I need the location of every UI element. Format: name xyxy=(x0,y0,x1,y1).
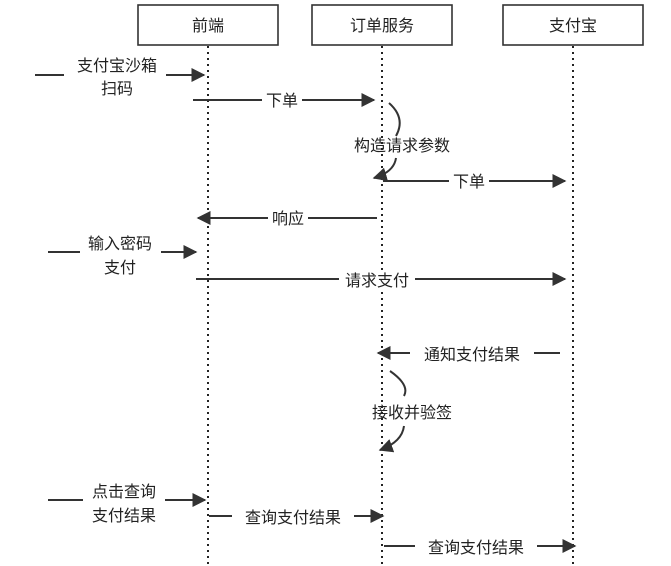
message-request-payment: 请求支付 xyxy=(196,270,567,290)
external-input-query: 点击查询 支付结果 xyxy=(48,482,207,525)
external-input-scan-line1: 支付宝沙箱 xyxy=(77,56,157,75)
message-query-alipay: 查询支付结果 xyxy=(384,537,577,557)
participant-frontend-label: 前端 xyxy=(192,16,224,35)
message-notify-result-label: 通知支付结果 xyxy=(424,345,520,364)
message-query-order-label: 查询支付结果 xyxy=(245,508,341,527)
external-input-password: 输入密码 支付 xyxy=(48,234,198,277)
participant-order-service-label: 订单服务 xyxy=(350,16,414,35)
self-action-verify-sign: 接收并验签 xyxy=(372,370,452,453)
message-place-order-label: 下单 xyxy=(266,91,298,110)
message-place-order-alipay-label: 下单 xyxy=(453,172,485,191)
external-input-scan-line2: 扫码 xyxy=(101,79,133,98)
self-action-verify-sign-label: 接收并验签 xyxy=(372,403,452,422)
external-input-query-line1: 点击查询 xyxy=(92,482,156,501)
message-query-order: 查询支付结果 xyxy=(209,507,385,527)
message-request-payment-label: 请求支付 xyxy=(345,271,409,290)
message-place-order-alipay: 下单 xyxy=(383,172,567,191)
self-action-build-params: 构造请求参数 xyxy=(354,102,450,182)
external-input-scan: 支付宝沙箱 扫码 xyxy=(35,56,206,98)
message-notify-result: 通知支付结果 xyxy=(376,344,560,364)
external-input-password-line1: 输入密码 xyxy=(88,234,152,253)
participant-alipay: 支付宝 xyxy=(502,4,644,46)
external-input-query-line2: 支付结果 xyxy=(92,506,156,525)
participant-frontend: 前端 xyxy=(137,4,279,46)
message-response: 响应 xyxy=(196,209,377,228)
external-input-password-line2: 支付 xyxy=(104,258,136,277)
message-place-order: 下单 xyxy=(193,91,376,110)
message-query-alipay-label: 查询支付结果 xyxy=(428,538,524,557)
participant-alipay-label: 支付宝 xyxy=(549,16,597,35)
participant-order-service: 订单服务 xyxy=(311,4,453,46)
message-response-label: 响应 xyxy=(272,209,304,228)
self-action-build-params-label: 构造请求参数 xyxy=(354,136,450,155)
